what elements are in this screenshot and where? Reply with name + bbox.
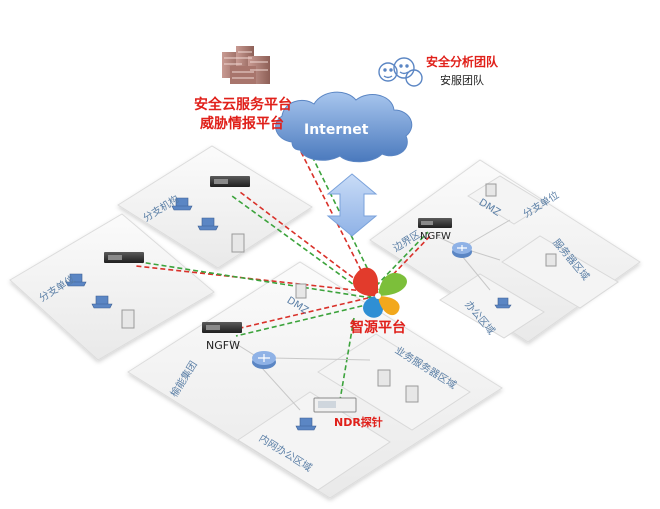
platform-logo-icon <box>352 267 407 318</box>
panel-office-zone-right <box>439 273 545 339</box>
ndr-probe-label: NDR探针 <box>334 416 383 429</box>
green-link-ngfw-main <box>235 303 371 337</box>
server-icons <box>121 183 557 403</box>
cloud-service-line1: 安全云服务平台 <box>194 97 292 113</box>
green-link-ngfw-right <box>375 231 429 287</box>
router-icon-right <box>452 242 472 258</box>
red-link-ngfw-main <box>231 297 369 331</box>
red-link-internet <box>299 149 373 293</box>
router-icon-main <box>252 351 276 369</box>
internet-cloud <box>275 91 413 163</box>
red-link-branch-org <box>239 191 373 293</box>
panel-branch-org <box>117 145 313 269</box>
analysis-team-subtitle: 安服团队 <box>440 74 484 87</box>
panel-server-zone-right <box>501 235 619 309</box>
firewall-device-branch-unit <box>104 252 144 263</box>
ngfw-right-label: NGFW <box>420 231 451 242</box>
double-arrow <box>326 173 378 237</box>
green-link-ndr <box>339 317 355 401</box>
laptop-icons <box>65 197 512 431</box>
cloud-service-building-icon <box>222 46 270 84</box>
team-faces-icon <box>378 57 423 87</box>
panel-business-server <box>317 333 471 431</box>
network-links <box>229 219 511 411</box>
internet-label: Internet <box>304 122 369 138</box>
cloud-service-line2: 威胁情报平台 <box>200 116 284 132</box>
firewall-device-branch-org <box>210 176 250 187</box>
analysis-team-title: 安全分析团队 <box>426 55 499 69</box>
ngfw-main-label: NGFW <box>206 339 240 352</box>
green-link-branch-org <box>231 195 373 299</box>
ndr-probe-device <box>313 397 357 413</box>
firewall-device-ngfw-right <box>418 218 452 228</box>
green-link-branch-unit <box>139 261 373 299</box>
platform-name: 智源平台 <box>350 320 406 336</box>
panel-intranet-office <box>237 391 391 491</box>
panel-branch-unit-left <box>9 213 215 361</box>
firewall-device-ngfw-main <box>202 322 242 333</box>
